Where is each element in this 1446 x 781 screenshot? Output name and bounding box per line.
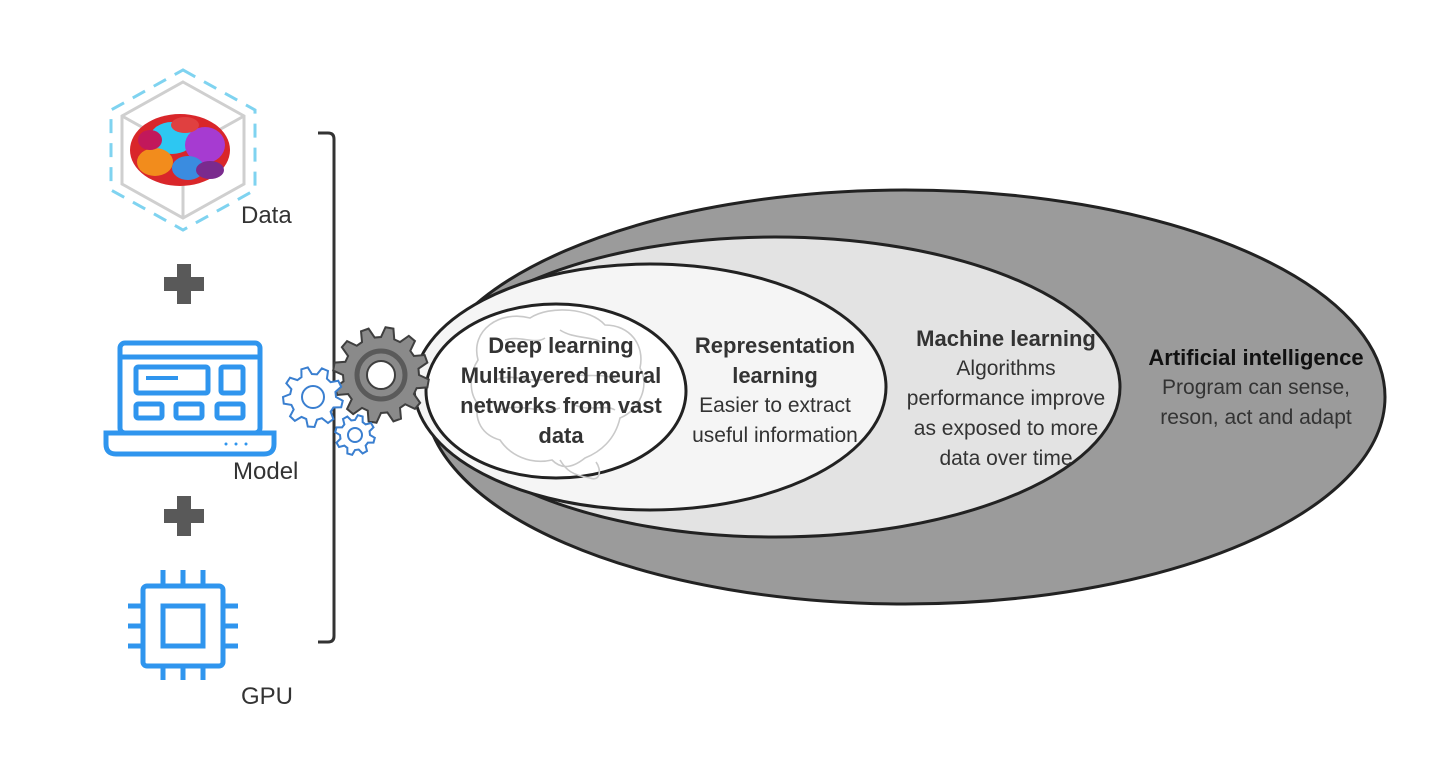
gear-hole: [347, 427, 363, 443]
artificial-intelligence-desc-1: Program can sense,: [1162, 376, 1350, 399]
machine-learning-title: Machine learning: [916, 326, 1096, 351]
representation-learning-title-2: learning: [732, 363, 818, 388]
artificial-intelligence-block: Artificial intelligence Program can sens…: [1130, 343, 1382, 433]
nested-ellipses: [412, 188, 1387, 606]
representation-learning-desc-2: useful information: [692, 424, 858, 447]
plus-icon: [164, 496, 204, 536]
ellipse-deep-learning: [424, 302, 688, 480]
gpu-label: GPU: [241, 683, 294, 710]
chip-icon: [128, 570, 238, 680]
artificial-intelligence-desc-2: reson, act and adapt: [1160, 406, 1352, 429]
representation-learning-desc-1: Easier to extract: [699, 394, 851, 417]
deep-learning-title-4: data: [538, 423, 584, 448]
artificial-intelligence-title: Artificial intelligence: [1148, 345, 1364, 370]
machine-learning-desc-1: Algorithms: [956, 357, 1056, 380]
gear-ring: [354, 348, 408, 402]
deep-learning-title-2: Multilayered neural: [460, 363, 662, 388]
brain-cube-icon: [109, 68, 257, 232]
deep-learning-title-3: networks from vast: [460, 393, 662, 418]
gear-hole: [301, 385, 325, 409]
deep-learning-block: Deep learning Multilayered neural networ…: [436, 331, 686, 451]
gear-hole: [366, 360, 396, 390]
small-gear-icon: [281, 366, 344, 429]
model-label: Model: [233, 458, 299, 485]
machine-learning-desc-4: data over time: [939, 447, 1073, 470]
gear-icon: [332, 326, 430, 424]
machine-learning-desc-2: performance improve: [906, 387, 1106, 410]
machine-learning-desc-3: as exposed to more: [913, 417, 1099, 440]
representation-learning-block: Representation learning Easier to extrac…: [680, 331, 870, 451]
data-label: Data: [241, 202, 292, 229]
deep-learning-title-1: Deep learning: [488, 333, 634, 358]
tiny-gear-icon: [334, 414, 376, 456]
colorful-brain: [130, 114, 230, 186]
laptop-dashboard-icon: [103, 340, 277, 457]
plus-icon: [164, 264, 204, 304]
representation-learning-title-1: Representation: [694, 333, 856, 358]
machine-learning-block: Machine learning Algorithms performance …: [886, 324, 1126, 474]
brain-sketch-icon: [470, 309, 645, 480]
